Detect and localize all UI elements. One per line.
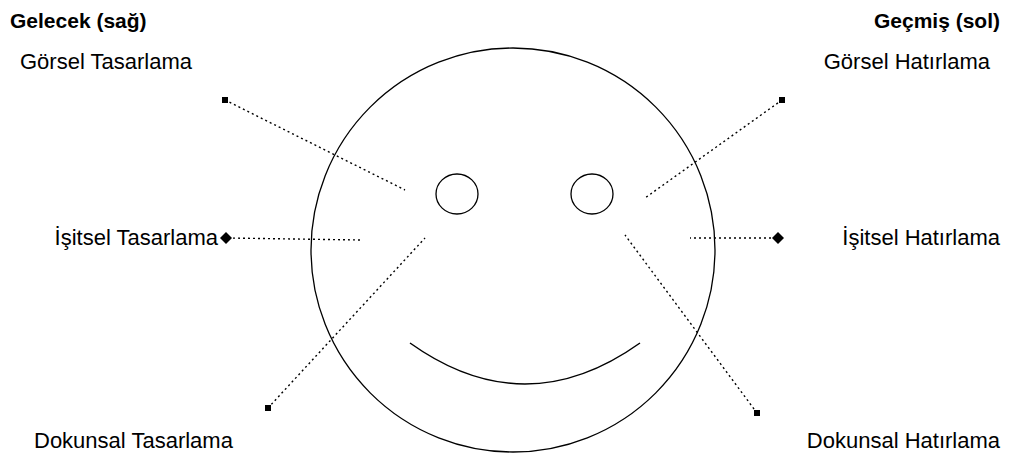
eye-direction-label: Dokunsal Hatırlama [807, 428, 1000, 454]
left-eye [436, 174, 478, 214]
face-outline [311, 48, 715, 452]
leader-marker [220, 232, 232, 244]
eye-direction-label: İşitsel Tasarlama [55, 225, 218, 251]
leader-line [225, 100, 405, 190]
time-heading: Gelecek (sağ) [10, 8, 147, 34]
leader-marker [772, 232, 784, 244]
leader-marker [222, 97, 228, 103]
leader-marker [265, 405, 271, 411]
leader-line [690, 237, 776, 238]
eye-direction-label: İşitsel Hatırlama [842, 225, 1000, 251]
leader-line [268, 238, 425, 408]
leader-marker [754, 410, 760, 416]
leader-line [228, 238, 360, 240]
time-heading: Geçmiş (sol) [874, 8, 1000, 34]
leader-line [625, 235, 757, 413]
eye-direction-label: Dokunsal Tasarlama [34, 428, 233, 454]
leader-marker [779, 97, 785, 103]
leader-line [645, 100, 782, 198]
eye-direction-label: Görsel Hatırlama [824, 49, 990, 75]
right-eye [571, 174, 613, 214]
smile [410, 343, 640, 384]
eye-direction-label: Görsel Tasarlama [20, 49, 192, 75]
